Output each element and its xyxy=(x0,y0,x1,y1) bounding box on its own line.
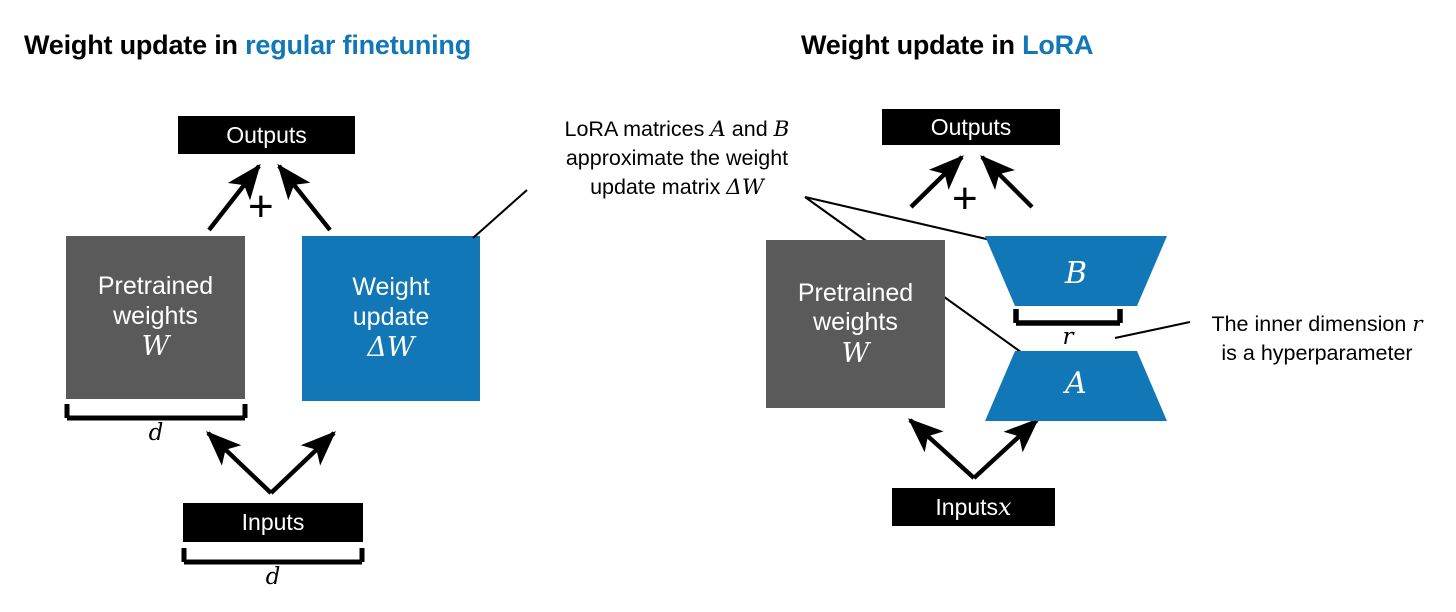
left-arrow-inputs-to-update xyxy=(269,431,336,495)
right-pretrained-symbol: W xyxy=(841,337,870,369)
right-annotation-line2: is a hyperparameter xyxy=(1221,341,1413,366)
right-arrow-inputs-to-lora xyxy=(972,418,1039,480)
left-inputs-dimension-bracket xyxy=(181,548,365,565)
matrix-b-shape xyxy=(985,236,1167,306)
center-annotation-matrix-a: A xyxy=(710,117,726,142)
matrix-a-label: A xyxy=(1065,366,1087,401)
right-inputs-label: Inputs xyxy=(935,493,999,520)
left-pretrained-line2: weights xyxy=(113,301,198,330)
left-plus-icon: + xyxy=(248,182,274,231)
right-title-prefix: Weight update in xyxy=(801,30,1023,60)
left-panel-title: Weight update in regular finetuning xyxy=(24,30,471,61)
right-arrow-inputs-to-weights xyxy=(908,418,976,480)
center-annotation-matrix-b: B xyxy=(773,117,790,142)
right-annotation-text: The inner dimension r is a hyperparamete… xyxy=(1186,310,1448,368)
right-outputs-label: Outputs xyxy=(930,113,1012,140)
left-weight-update-line1: Weight xyxy=(352,273,430,302)
left-inputs-box: Inputs xyxy=(183,503,363,542)
rank-dimension-label: r xyxy=(1062,324,1074,350)
right-panel-title: Weight update in LoRA xyxy=(801,30,1093,61)
left-title-accent: regular finetuning xyxy=(245,30,471,60)
right-pretrained-weights-box: Pretrained weights W xyxy=(766,240,945,408)
left-inputs-label: Inputs xyxy=(241,509,305,535)
right-pretrained-line1: Pretrained xyxy=(797,278,914,307)
right-pretrained-line2: weights xyxy=(813,308,898,337)
left-inputs-dimension-label: d xyxy=(265,564,281,590)
matrix-a-shape xyxy=(985,351,1167,421)
center-annotation-line2: approximate the weight xyxy=(565,146,789,171)
right-arrow-lora-to-outputs xyxy=(980,155,1034,209)
right-outputs-box: Outputs xyxy=(882,109,1060,145)
center-annotation-delta-w: ΔW xyxy=(726,174,764,200)
left-outputs-box: Outputs xyxy=(178,116,355,154)
right-annotation-line1: The inner dimension r xyxy=(1211,312,1423,337)
right-plus-icon: + xyxy=(952,174,978,223)
left-arrow-update-to-outputs xyxy=(277,163,332,232)
left-pretrained-symbol: W xyxy=(141,331,170,363)
left-weights-dimension-bracket xyxy=(64,404,248,421)
right-inputs-variable: x xyxy=(998,493,1012,521)
left-outputs-label: Outputs xyxy=(226,121,307,148)
center-annotation-line3: update matrix ΔW xyxy=(590,174,764,200)
left-weight-update-box: Weight update ΔW xyxy=(302,236,480,401)
center-annotation-line1: LoRA matrices A and B xyxy=(564,117,790,142)
left-weights-dimension-label: d xyxy=(148,420,164,446)
matrix-b-label: B xyxy=(1064,256,1088,291)
left-pretrained-line1: Pretrained xyxy=(97,272,214,301)
center-annotation-text: LoRA matrices A and B approximate the we… xyxy=(527,115,827,202)
rank-dimension-bracket xyxy=(1013,309,1123,326)
left-weight-update-line2: update xyxy=(352,302,430,331)
right-title-accent: LoRA xyxy=(1022,30,1094,60)
left-weight-update-symbol: ΔW xyxy=(367,332,415,364)
right-annotation-rank-symbol: r xyxy=(1412,312,1423,337)
right-inputs-box: Inputs x xyxy=(892,488,1055,526)
left-pretrained-weights-box: Pretrained weights W xyxy=(66,236,245,399)
left-title-prefix: Weight update in xyxy=(24,30,246,60)
